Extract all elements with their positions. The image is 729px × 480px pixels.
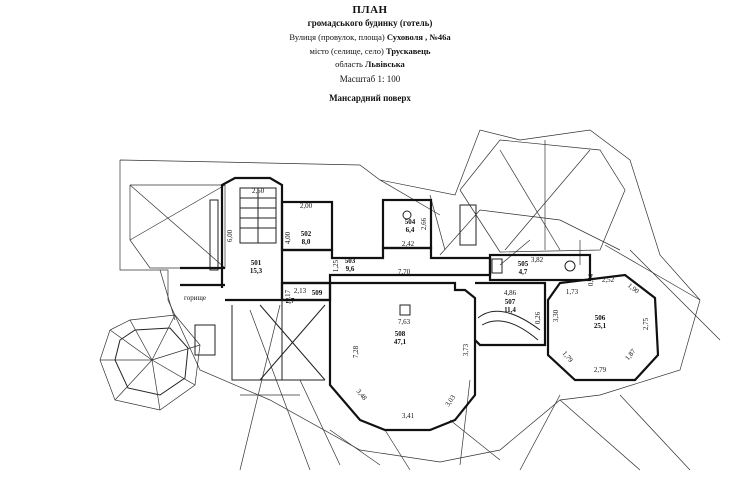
dim-label: 4,00 [284,231,292,244]
room-labels: 501 15,3 502 8,0 503 9,6 504 6,4 505 4,7… [184,218,607,346]
dim-label: 3,03 [444,393,458,408]
dim-label: 2,75 [642,317,650,330]
street-line: Вулиця (провулок, площа) Суховоля , №46а [230,32,510,43]
dim-label: 3,48 [355,387,369,402]
dim-label: 1,79 [561,349,575,364]
dim-label: 1,90 [626,281,641,295]
dim-label: 2,13 [294,287,307,295]
dim-label: 7,63 [398,318,411,326]
plan-title: ПЛАН [352,4,388,16]
room-506-area: 25,1 [594,322,607,330]
room-504-number: 504 [405,218,416,226]
dim-label: 1,73 [566,288,579,296]
scale-label: Масштаб 1: 100 [339,73,401,84]
dim-label: 1,25 [332,259,340,272]
region-label: область [335,59,363,70]
room-505-area: 4,7 [519,268,528,276]
dim-label: 3,41 [402,412,415,420]
room-505-number: 505 [518,260,529,268]
dim-label: 0,94 [587,273,595,286]
dim-label: 4,86 [504,289,517,297]
left-turret [99,199,219,411]
room-509-number: 509 [312,289,323,297]
dim-label: 1,87 [623,347,637,362]
street-value: Суховоля , №46а [386,32,451,42]
city-label: місто (селище, село) [309,45,384,56]
dim-label: 3,82 [531,256,544,264]
room-501-number: 501 [251,259,262,267]
dim-label: 0,26 [534,311,542,324]
room-506-number: 506 [595,314,606,322]
room-501-area: 15,3 [250,267,263,275]
city-line: місто (селище, село) Трускавець [230,46,510,57]
dim-label: 1,17 [284,289,292,302]
room-503-number: 503 [345,257,356,265]
room-508-area: 47,1 [394,338,407,346]
dim-label: 2,79 [594,366,607,374]
dim-label: 2,66 [420,217,428,230]
street-label: Вулиця (провулок, площа) [289,32,385,42]
roof-outline [119,129,721,471]
floor-label: Мансардний поверх [329,93,411,104]
dim-label: 6,00 [226,229,234,242]
plan-subtitle: громадського будинку (готель) [307,17,433,28]
room-508-number: 508 [395,330,406,338]
dim-label: 2,00 [300,202,313,210]
dim-label: 2,52 [602,276,615,284]
room-502-area: 8,0 [302,238,311,246]
dim-label: 3,73 [462,343,470,356]
dim-label: 7,70 [398,268,411,276]
dim-label: 2,42 [402,240,415,248]
title-block: ПЛАН громадського будинку (готель) Вулиц… [230,4,510,104]
room-504-area: 6,4 [406,226,415,234]
dim-label: 2,50 [252,187,265,195]
city-value: Трускавець [385,45,431,56]
room-502-number: 502 [301,230,312,238]
attic-label: горище [184,294,206,302]
room-507-number: 507 [505,298,516,306]
room-503-area: 9,6 [346,265,355,273]
room-509-area: 2,7 [286,297,295,305]
room-507-area: 11,4 [504,306,516,314]
dim-label: 3,30 [552,309,560,322]
dim-label: 7,28 [352,345,360,358]
main-walls [180,176,660,432]
region-line: область Львівська [230,59,510,70]
region-value: Львівська [365,59,405,70]
